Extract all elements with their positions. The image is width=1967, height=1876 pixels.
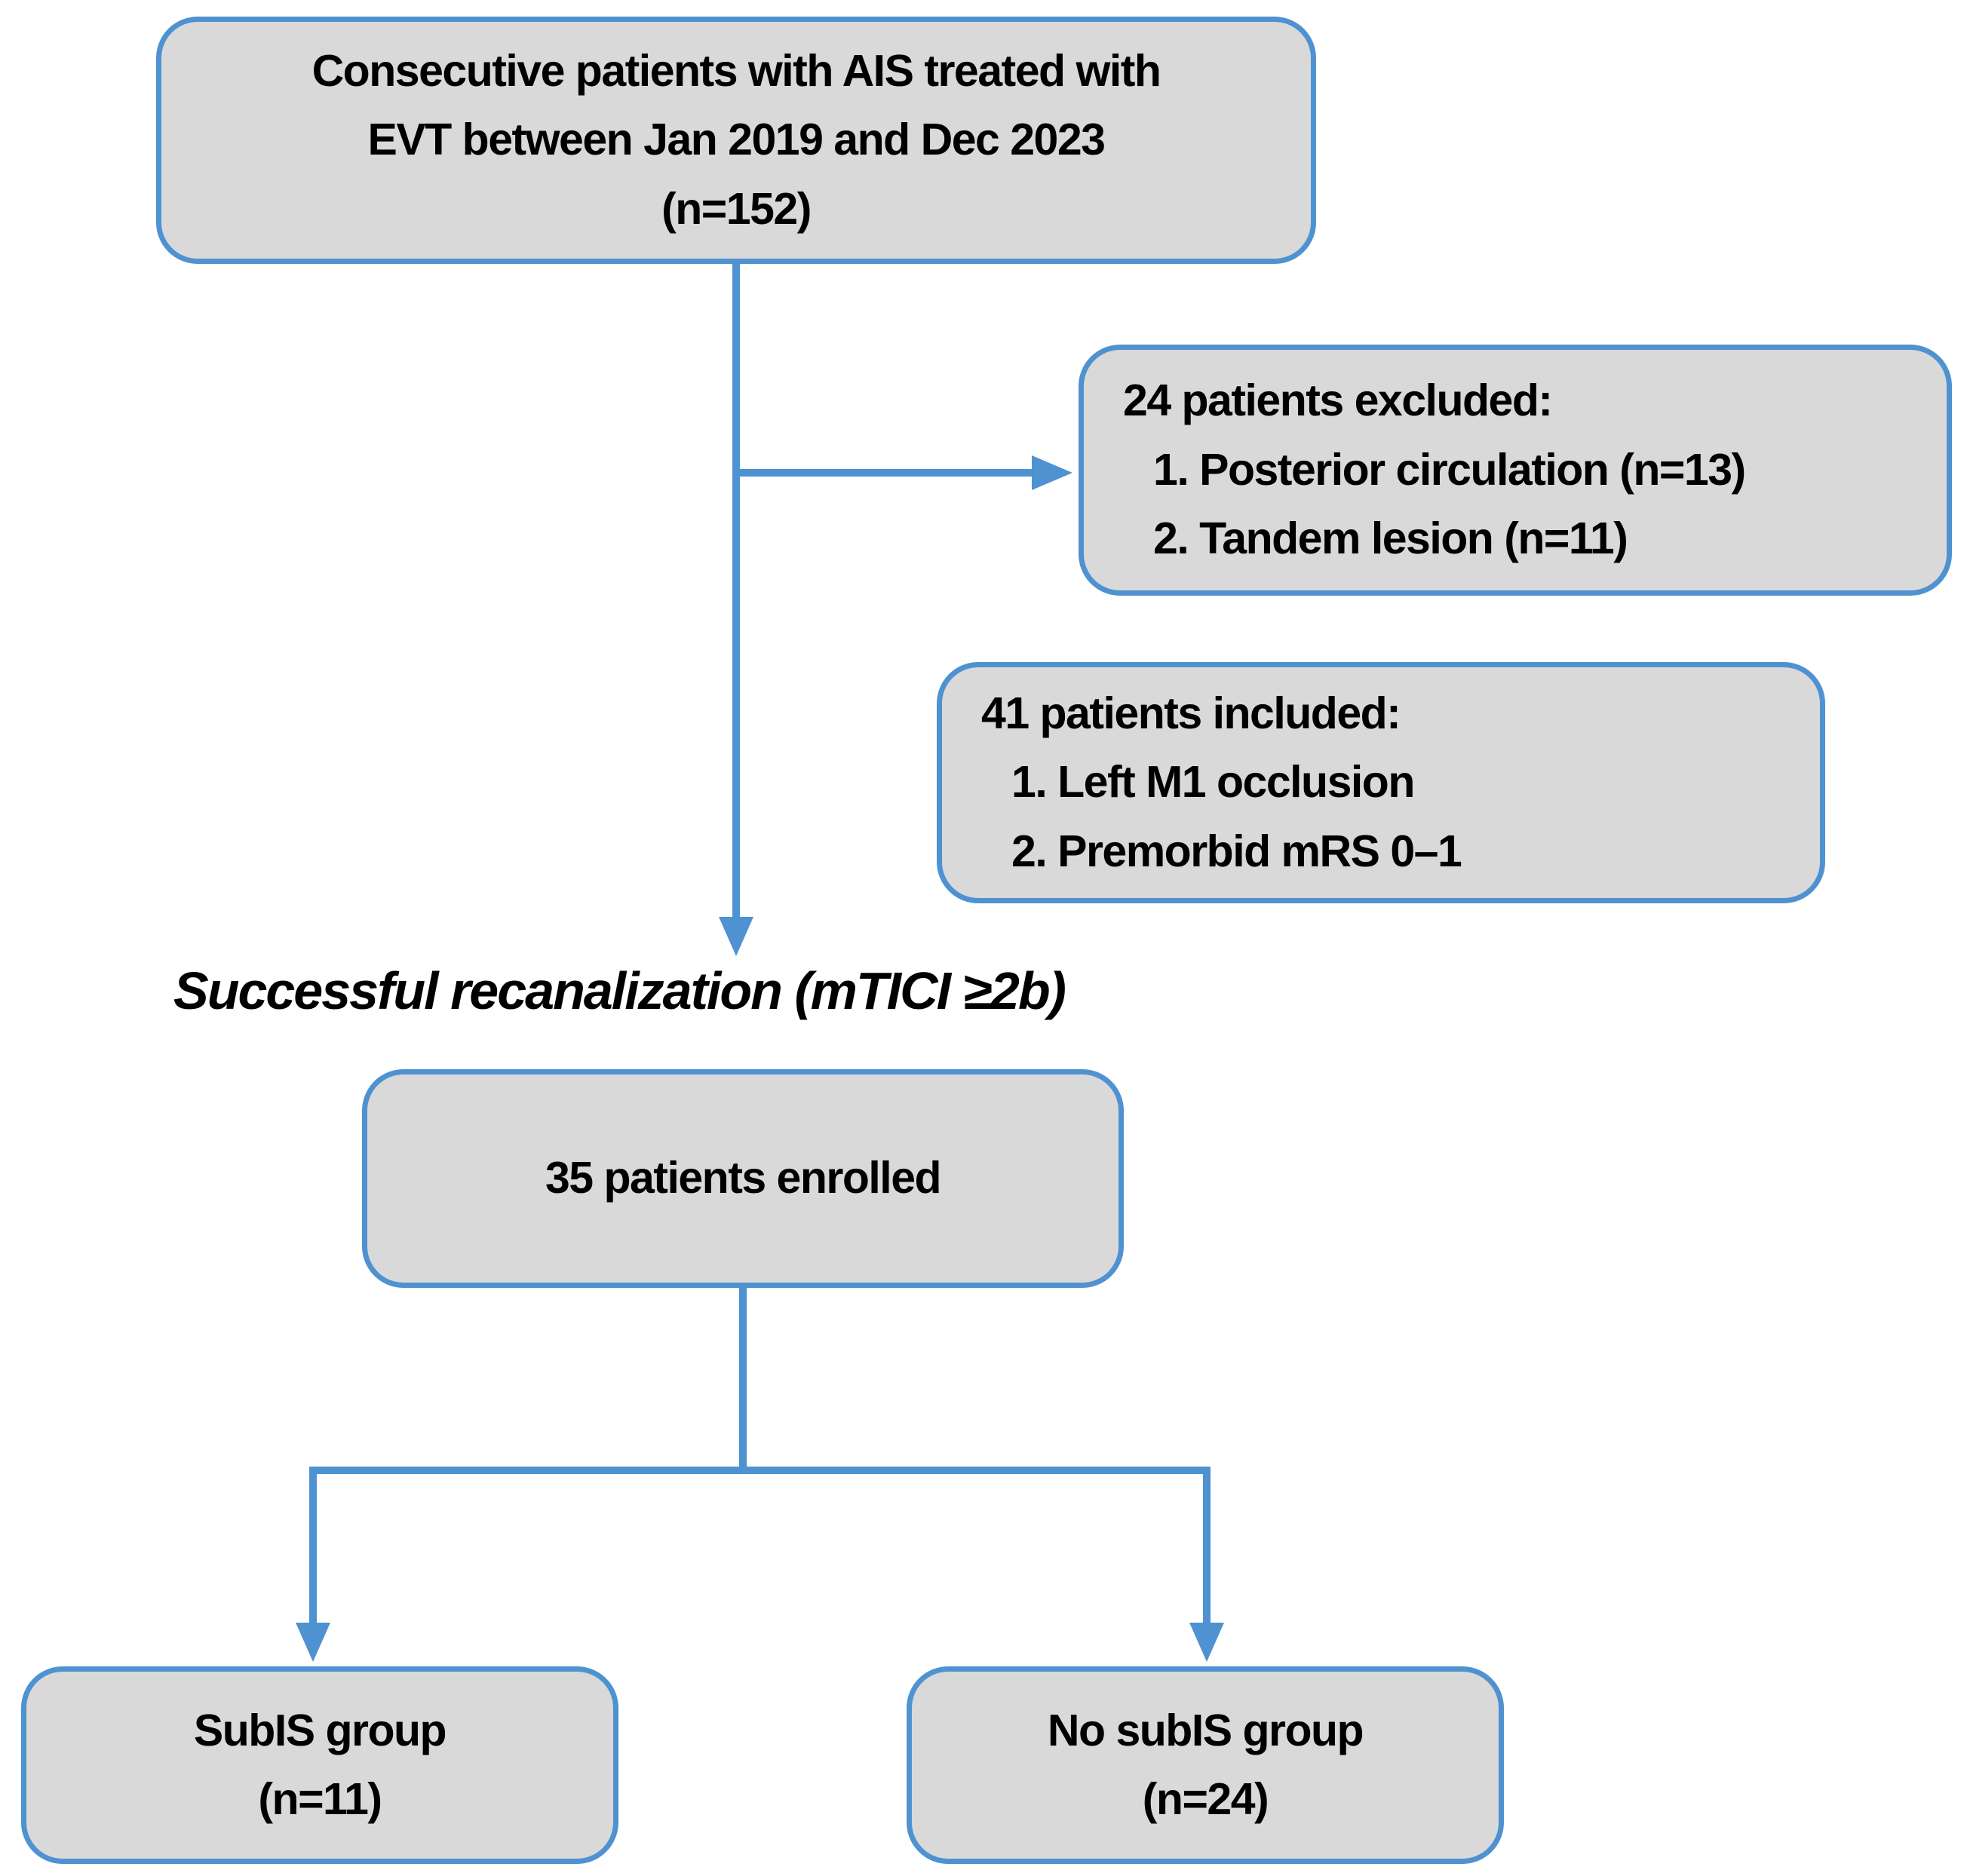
node-patients-excluded-title: 24 patients excluded: xyxy=(1123,376,1553,426)
node-consecutive-patients: Consecutive patients with AIS treated wi… xyxy=(156,17,1316,264)
node-patients-excluded-item1: 1. Posterior circulation (n=13) xyxy=(1153,444,1746,495)
node-consecutive-patients-count: (n=152) xyxy=(661,183,812,234)
node-patients-included: 41 patients included: 1. Left M1 occlusi… xyxy=(937,662,1825,903)
arrowhead-down-subis xyxy=(296,1623,330,1662)
node-patients-included-title: 41 patients included: xyxy=(981,688,1401,738)
node-patients-included-item1: 1. Left M1 occlusion xyxy=(1011,757,1415,808)
node-subis-group-name: SubIS group xyxy=(193,1705,447,1755)
arrowhead-right-excluded xyxy=(1032,455,1072,490)
arrowhead-down-no-subis xyxy=(1189,1623,1224,1662)
node-patients-enrolled-line: 35 patients enrolled xyxy=(545,1153,942,1203)
node-no-subis-group: No subIS group (n=24) xyxy=(907,1666,1504,1864)
node-no-subis-group-count: (n=24) xyxy=(1142,1774,1269,1824)
node-consecutive-patients-line2: EVT between Jan 2019 and Dec 2023 xyxy=(367,115,1106,165)
arrowhead-down-recanalization xyxy=(719,917,753,956)
node-patients-excluded-item2: 2. Tandem lesion (n=11) xyxy=(1153,513,1628,564)
recanalization-label: Successful recanalization (mTICI ≥2b) xyxy=(173,961,1066,1020)
node-subis-group: SubIS group (n=11) xyxy=(21,1666,618,1864)
node-consecutive-patients-line1: Consecutive patients with AIS treated wi… xyxy=(311,45,1161,96)
node-patients-excluded: 24 patients excluded: 1. Posterior circu… xyxy=(1079,345,1952,596)
node-patients-enrolled: 35 patients enrolled xyxy=(362,1069,1124,1288)
node-subis-group-count: (n=11) xyxy=(258,1774,382,1824)
node-patients-included-item2: 2. Premorbid mRS 0–1 xyxy=(1011,826,1462,876)
node-no-subis-group-name: No subIS group xyxy=(1047,1705,1364,1755)
